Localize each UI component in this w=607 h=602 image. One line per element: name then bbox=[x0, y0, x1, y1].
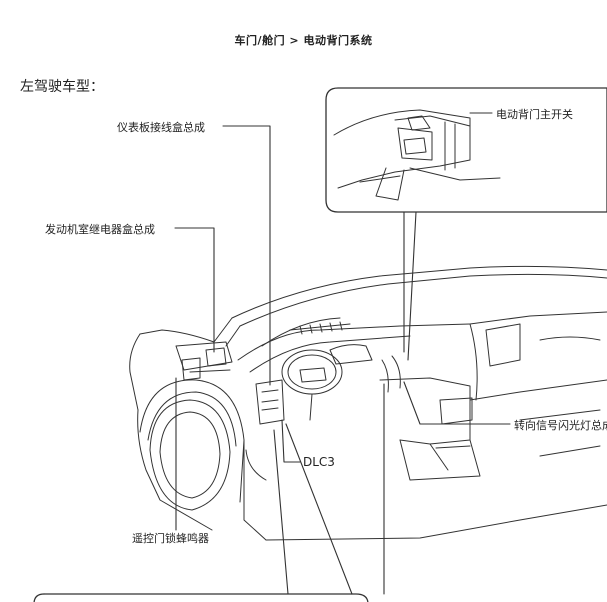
callout-engine-relay-box: 发动机室继电器盒总成 bbox=[45, 221, 155, 237]
callout-dlc3: DLC3 bbox=[303, 455, 335, 469]
callout-remote-lock-buzzer: 遥控门锁蜂鸣器 bbox=[132, 530, 209, 546]
callout-turn-signal-flasher: 转向信号闪光灯总成 bbox=[514, 417, 607, 433]
callout-back-door-main-switch: 电动背门主开关 bbox=[496, 106, 573, 122]
vehicle-body-outline bbox=[130, 266, 607, 540]
leader-lines bbox=[175, 113, 510, 594]
callout-instrument-junction-box: 仪表板接线盒总成 bbox=[117, 119, 205, 135]
